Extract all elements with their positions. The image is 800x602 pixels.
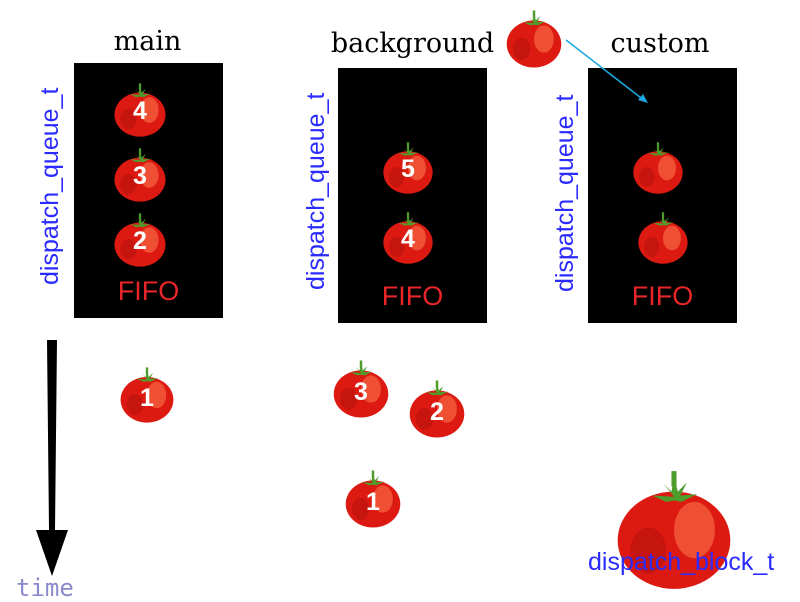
queue-title-background: background	[330, 28, 495, 59]
task-number: 2	[133, 227, 147, 255]
queue-box-custom: FIFO	[588, 68, 737, 323]
fifo-label: FIFO	[631, 281, 694, 311]
tomato-icon: 2	[404, 378, 470, 440]
queue-box-background: 5 4 FIFO	[338, 68, 487, 323]
tomato-icon: 4	[375, 210, 441, 266]
task-number: 4	[401, 225, 415, 253]
task-number: 1	[140, 384, 154, 412]
fifo-label: FIFO	[117, 276, 180, 306]
tomato-icon: 5	[375, 140, 441, 196]
tomato-icon: 3	[106, 146, 174, 204]
task-number: 5	[401, 155, 415, 183]
queue-title-main: main	[113, 26, 182, 57]
tomato-icon: 1	[340, 468, 406, 530]
queue-box-main: 4 3 2 FIFO	[74, 63, 223, 318]
tomato-icon: 1	[114, 365, 180, 425]
task-number: 3	[354, 378, 368, 406]
task-number: 3	[133, 162, 147, 190]
task-number: 4	[133, 97, 147, 125]
block-type-label: dispatch_block_t	[588, 548, 775, 576]
arrow-down-icon	[36, 340, 68, 576]
tomato-icon: 3	[328, 358, 394, 420]
fifo-label: FIFO	[381, 281, 444, 311]
task-number: 2	[430, 398, 444, 426]
tomato-icon: 2	[106, 211, 174, 269]
queue-title-custom: custom	[610, 28, 710, 59]
time-label: time	[16, 574, 74, 602]
tomato-icon: 4	[106, 81, 174, 139]
task-number: 1	[366, 488, 380, 516]
